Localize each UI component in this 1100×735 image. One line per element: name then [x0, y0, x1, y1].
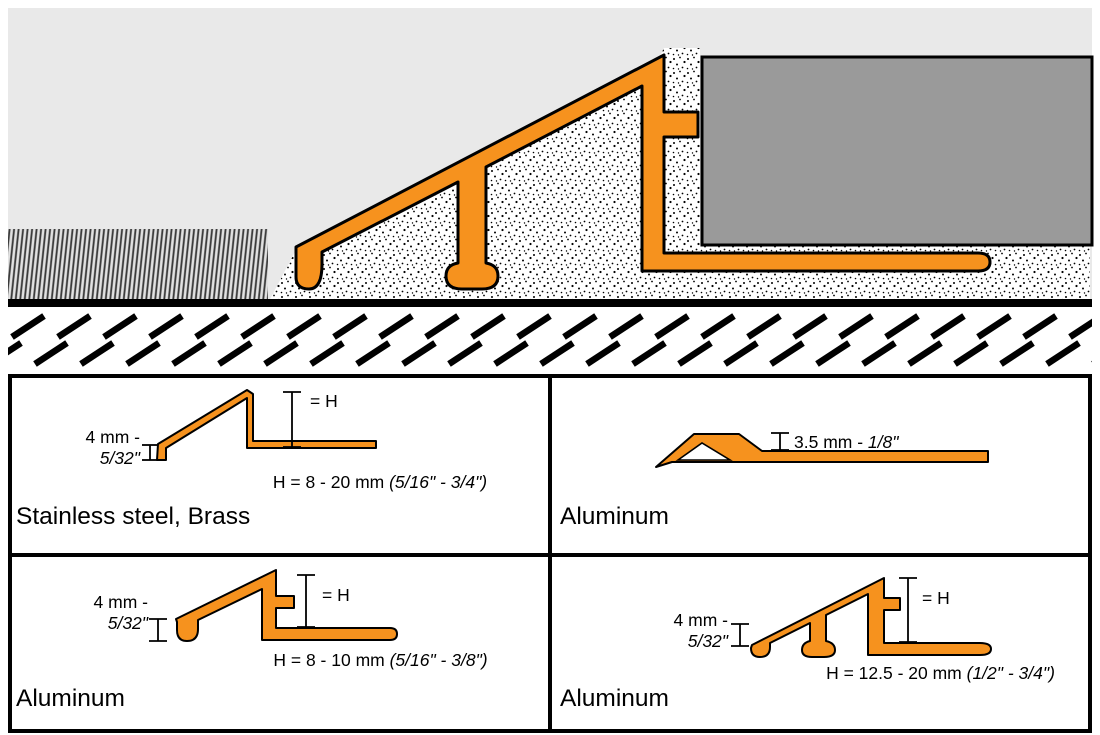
- thickness-dimension-text-2: 3.5 mm - 1/8": [794, 432, 898, 453]
- variant-label-aluminum-medium: Aluminum: [16, 685, 125, 712]
- cell-aluminum-medium-diagram: [149, 569, 398, 642]
- cell-stainless-diagram: [142, 389, 377, 461]
- height-range-fraction-1: (5/16" - 3/4"): [389, 472, 488, 492]
- height-symbol-1: = H: [310, 391, 338, 411]
- thickness-label-1: 4 mm -: [85, 427, 140, 447]
- thickness-dimension-2: [771, 432, 789, 451]
- height-range-fraction-3: (5/16" - 3/8"): [389, 650, 488, 670]
- height-dimension-4: [899, 577, 917, 643]
- thickness-dimension-1: [142, 444, 158, 461]
- spec-grid: [8, 374, 1092, 733]
- cell-aluminum-high-diagram: [731, 577, 992, 658]
- aluminum-low-profile-shape: [655, 433, 989, 468]
- height-range-1: H = 8 - 20 mm (5/16" - 3/4"): [230, 472, 530, 493]
- thickness-dimension-4: [731, 623, 749, 647]
- thickness-fraction-3: 5/32": [107, 613, 148, 633]
- height-dimension-1: [283, 391, 301, 448]
- variant-label-aluminum-high: Aluminum: [560, 685, 669, 712]
- thickness-label-3: 4 mm -: [93, 592, 148, 612]
- thickness-label-4: 4 mm -: [673, 610, 728, 630]
- height-dimension-3: [297, 574, 315, 628]
- aluminum-low-profile-hollow: [675, 442, 733, 461]
- thickness-fraction-4: 5/32": [687, 631, 728, 651]
- height-range-3: H = 8 - 10 mm (5/16" - 3/8"): [228, 650, 533, 671]
- height-symbol-3: = H: [322, 585, 350, 605]
- thickness-fraction-2: 1/8": [867, 432, 899, 452]
- aluminum-medium-profile-shape: [175, 569, 398, 642]
- thickness-dimension-3: [149, 618, 167, 642]
- height-symbol-4: = H: [922, 588, 950, 608]
- variant-label-stainless: Stainless steel, Brass: [16, 503, 251, 530]
- height-range-value-1: H = 8 - 20 mm: [272, 472, 390, 492]
- main-cross-section: [8, 8, 1094, 367]
- subfloor-hatch: [8, 313, 1092, 367]
- floor-line: [8, 299, 1092, 307]
- variant-label-aluminum-low: Aluminum: [560, 503, 669, 530]
- height-range-4: H = 12.5 - 20 mm (1/2" - 3/4"): [788, 663, 1093, 684]
- height-range-fraction-4: (1/2" - 3/4"): [966, 663, 1055, 683]
- height-range-value-4: H = 12.5 - 20 mm: [826, 663, 967, 683]
- aluminum-high-profile-shape: [750, 577, 992, 658]
- carpet-covering: [8, 229, 268, 301]
- cell-aluminum-low-diagram: [655, 432, 989, 468]
- thickness-label-2: 3.5 mm -: [794, 432, 868, 452]
- thickness-fraction-1: 5/32": [99, 448, 140, 468]
- stainless-brass-profile-shape: [156, 389, 377, 461]
- tile-block: [700, 55, 1094, 247]
- transition-profile: [294, 53, 992, 291]
- height-range-value-3: H = 8 - 10 mm: [273, 650, 390, 670]
